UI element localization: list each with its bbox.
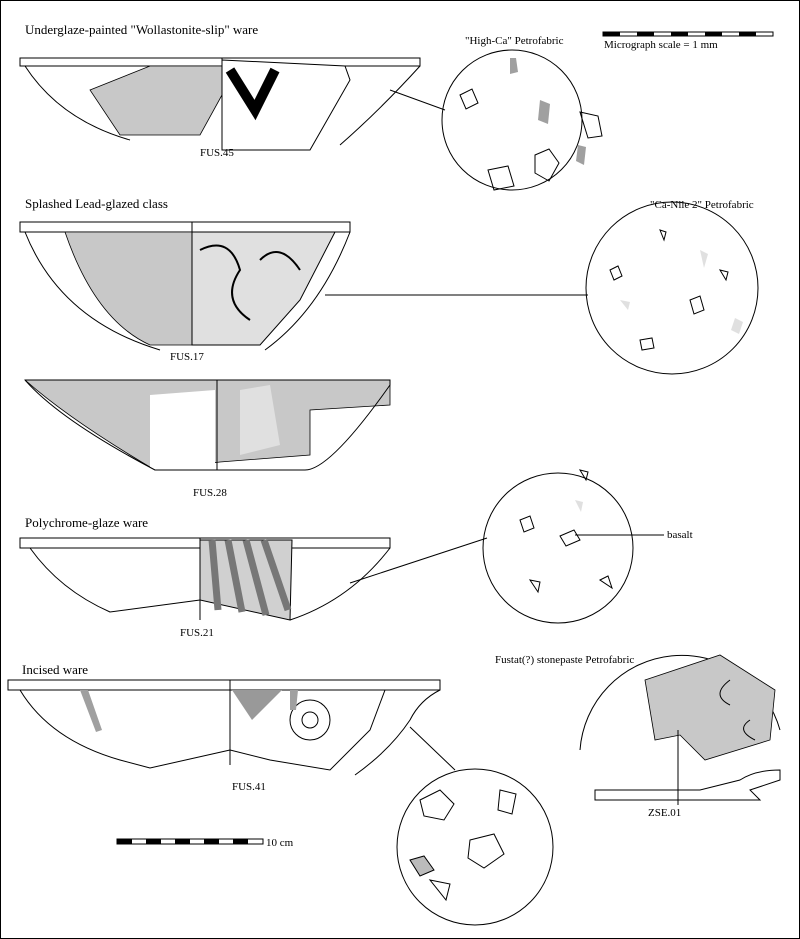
section-title-wollastonite: Underglaze-painted "Wollastonite-slip" w…	[25, 22, 258, 37]
sherd-label-fus17: FUS.17	[170, 351, 204, 363]
bowl-fus41	[7, 679, 441, 776]
sherd-zse01	[579, 654, 781, 805]
sherd-label-fus45: FUS.45	[200, 147, 234, 159]
petrofabric-label-stonepaste: Fustat(?) stonepaste Petrofabric	[495, 654, 634, 666]
sherd-label-fus28: FUS.28	[193, 487, 227, 499]
petrofabric-label-high-ca: "High-Ca" Petrofabric	[465, 35, 564, 47]
petrofabric-label-ca-nile: "Ca-Nile 2" Petrofabric	[650, 199, 754, 211]
leader-line	[349, 537, 488, 584]
micrograph-high-ca	[441, 49, 603, 191]
sherd-label-zse01: ZSE.01	[648, 807, 681, 819]
bowl-fus21	[19, 537, 391, 621]
bowl-fus17	[19, 221, 351, 351]
micrograph-scale-label: Micrograph scale = 1 mm	[604, 39, 718, 51]
leader-line	[389, 89, 446, 111]
drawing-scale-bar	[116, 838, 264, 845]
micrograph-stonepaste	[396, 768, 554, 926]
section-title-incised: Incised ware	[22, 662, 88, 677]
drawing-scale-label: 10 cm	[266, 837, 294, 849]
sherd-label-fus41: FUS.41	[232, 781, 266, 793]
bowl-fus28	[23, 379, 391, 471]
section-title-splashed: Splashed Lead-glazed class	[25, 196, 168, 211]
annotation-basalt: basalt	[667, 529, 693, 541]
micrograph-basalt	[482, 469, 634, 624]
bowl-fus45	[19, 57, 421, 151]
micrograph-scale-bar	[602, 31, 774, 37]
micrograph-ca-nile-2	[585, 201, 759, 375]
section-title-polychrome: Polychrome-glaze ware	[25, 515, 148, 530]
sherd-label-fus21: FUS.21	[180, 627, 214, 639]
leader-line	[409, 726, 456, 771]
